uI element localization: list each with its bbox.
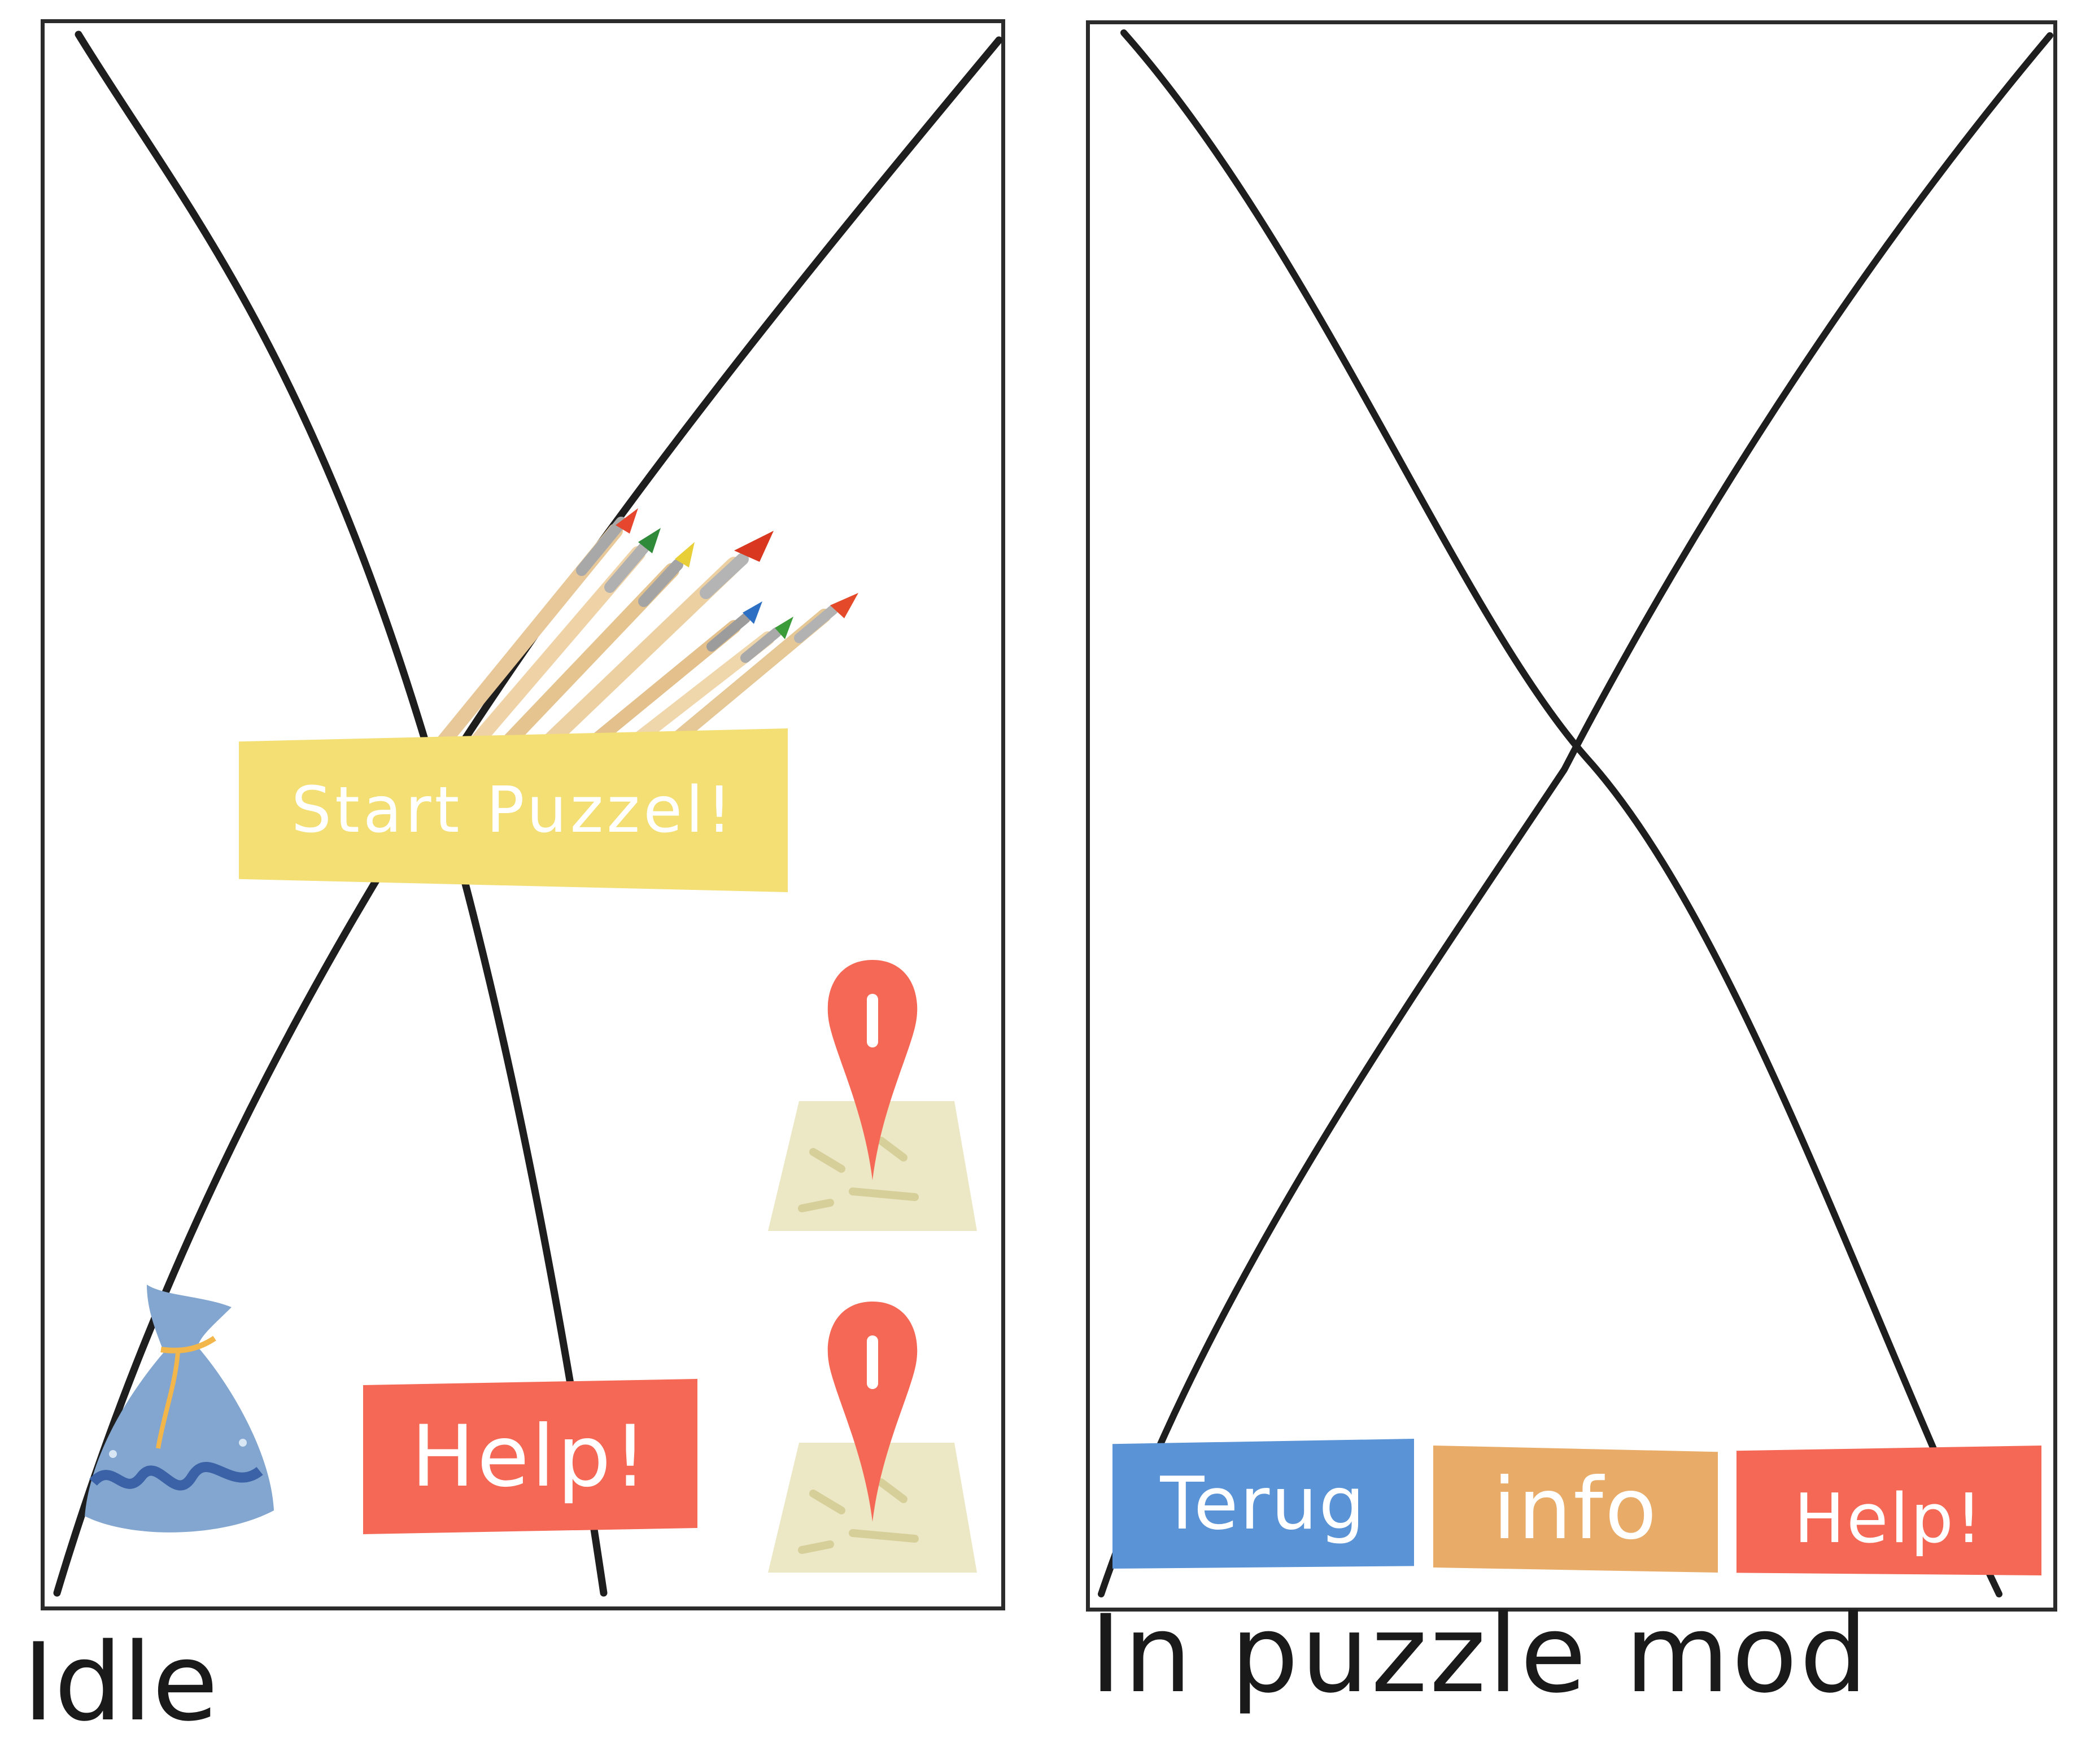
puzzle-screen-frame (1086, 20, 2057, 1612)
paintbrushes-icon (433, 508, 858, 762)
map-pin-icon[interactable] (768, 954, 983, 1237)
puzzle-mode-caption: In puzzle mod (1090, 1592, 1870, 1717)
start-puzzle-button[interactable]: Start Puzzel! (239, 728, 788, 892)
info-button[interactable]: info (1433, 1446, 1718, 1573)
back-button[interactable]: Terug (1112, 1439, 1414, 1569)
pouch-icon[interactable] (79, 1273, 282, 1544)
placeholder-cross-puzzle (1098, 29, 2053, 1597)
idle-caption: Idle (23, 1620, 219, 1745)
help-button[interactable]: Help! (363, 1379, 697, 1534)
map-pin-icon[interactable] (768, 1296, 983, 1578)
help-button[interactable]: Help! (1736, 1446, 2041, 1575)
